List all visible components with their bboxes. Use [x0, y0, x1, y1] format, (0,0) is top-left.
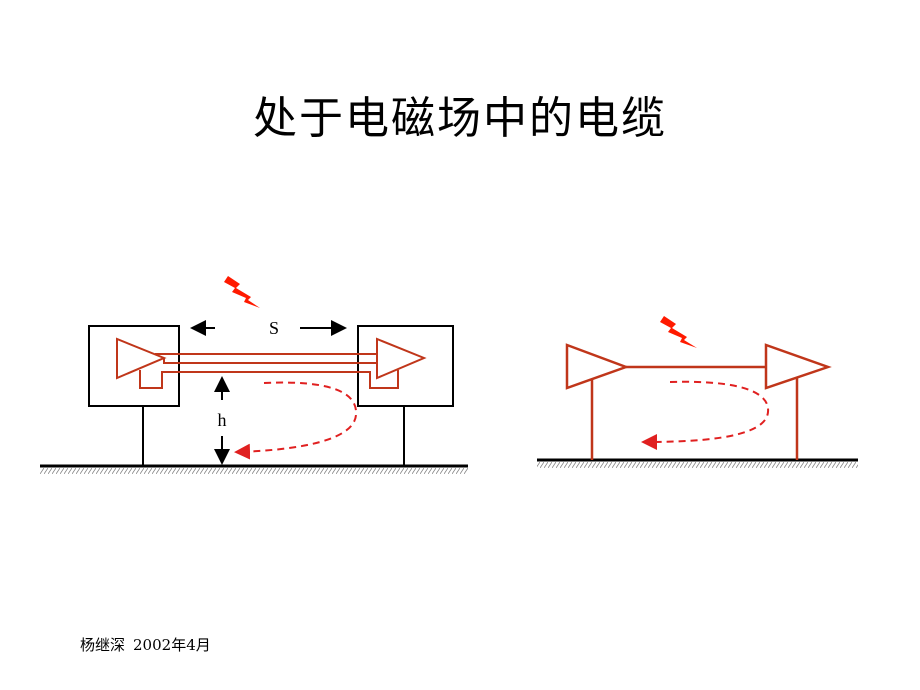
- left-diagram: S h: [40, 276, 468, 474]
- lightning-icon: [660, 316, 697, 348]
- right-device-box: [357, 325, 454, 407]
- footer-author: 杨继深: [80, 636, 126, 654]
- footer-date: 2002年4月: [133, 636, 211, 654]
- spacing-dimension: S: [190, 318, 347, 338]
- induced-current-loop-right: [641, 380, 770, 450]
- height-label: h: [218, 410, 227, 430]
- spacing-label: S: [269, 318, 279, 338]
- left-device-box: [88, 325, 180, 407]
- footer: 杨继深 2002年4月: [80, 634, 219, 655]
- ground-plane-left: [40, 464, 468, 474]
- lightning-icon: [224, 276, 260, 308]
- receiver-triangle: [376, 337, 427, 380]
- driver-triangle: [116, 337, 167, 380]
- source-triangle: [565, 343, 630, 390]
- slide-title: 处于电磁场中的电缆: [253, 93, 667, 144]
- induced-current-loop-left: [234, 381, 358, 460]
- height-dimension: h: [214, 376, 230, 465]
- ground-plane-right: [537, 458, 858, 468]
- cable-conductors: [139, 353, 399, 389]
- right-diagram: [537, 316, 858, 468]
